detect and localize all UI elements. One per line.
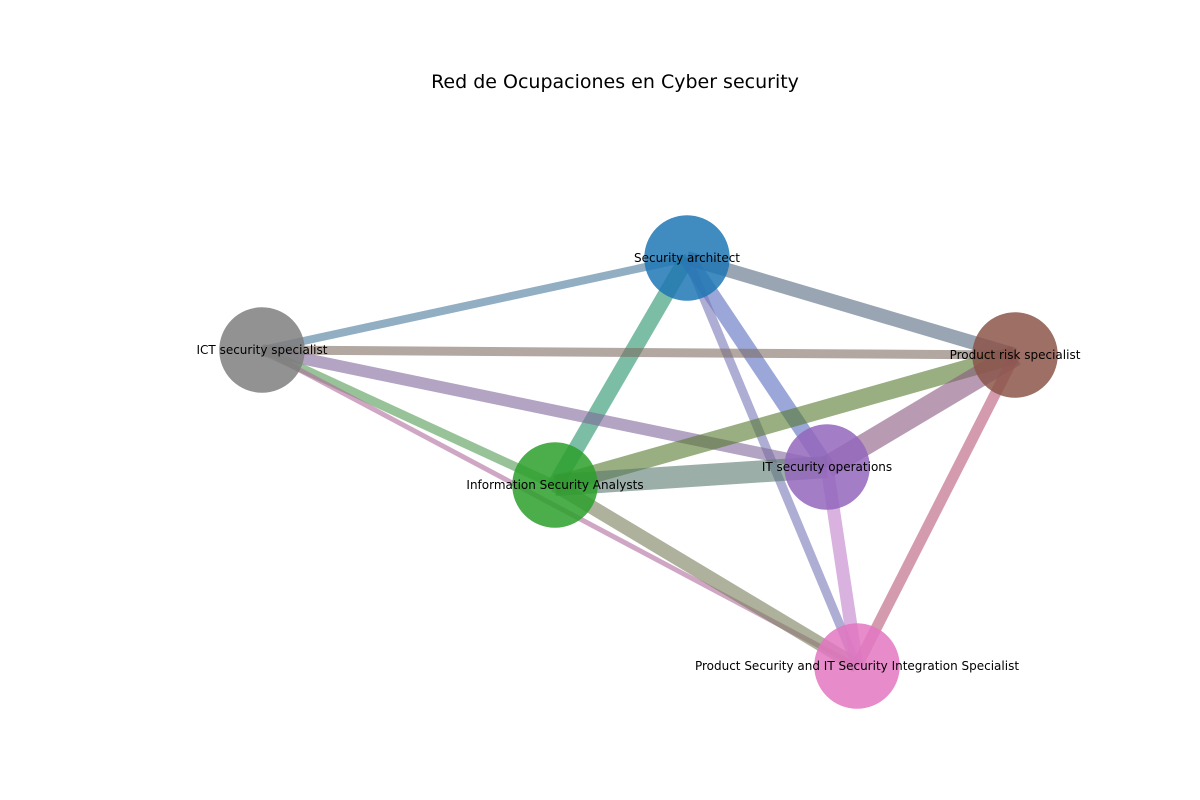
node-itso[interactable]: [784, 424, 870, 510]
edge-prs-psit: [852, 352, 1020, 669]
node-label-prs: Product risk specialist: [950, 348, 1081, 362]
edge-sa-prs: [685, 251, 1017, 362]
node-label-isa: Information Security Analysts: [466, 478, 643, 492]
node-sa[interactable]: [644, 215, 730, 301]
node-prs[interactable]: [972, 312, 1058, 398]
node-label-sa: Security architect: [634, 251, 740, 265]
edge-sa-isa: [548, 253, 694, 490]
nodes-layer: [219, 215, 1058, 709]
node-label-psit: Product Security and IT Security Integra…: [695, 659, 1019, 673]
node-isa[interactable]: [512, 442, 598, 528]
node-label-itso: IT security operations: [762, 460, 892, 474]
edge-ict-prs: [261, 345, 1016, 360]
edge-ict-itso: [260, 344, 829, 473]
edge-sa-ict: [261, 254, 688, 354]
edge-prs-isa: [552, 346, 1018, 494]
edge-isa-psit: [551, 478, 861, 673]
edge-isa-itso: [554, 456, 828, 496]
node-label-ict: ICT security specialist: [197, 343, 328, 357]
node-ict[interactable]: [219, 307, 305, 393]
node-psit[interactable]: [814, 623, 900, 709]
graph-title: Red de Ocupaciones en Cyber security: [431, 71, 799, 93]
edges-layer: [260, 251, 1021, 673]
edge-ict-isa: [260, 345, 557, 490]
